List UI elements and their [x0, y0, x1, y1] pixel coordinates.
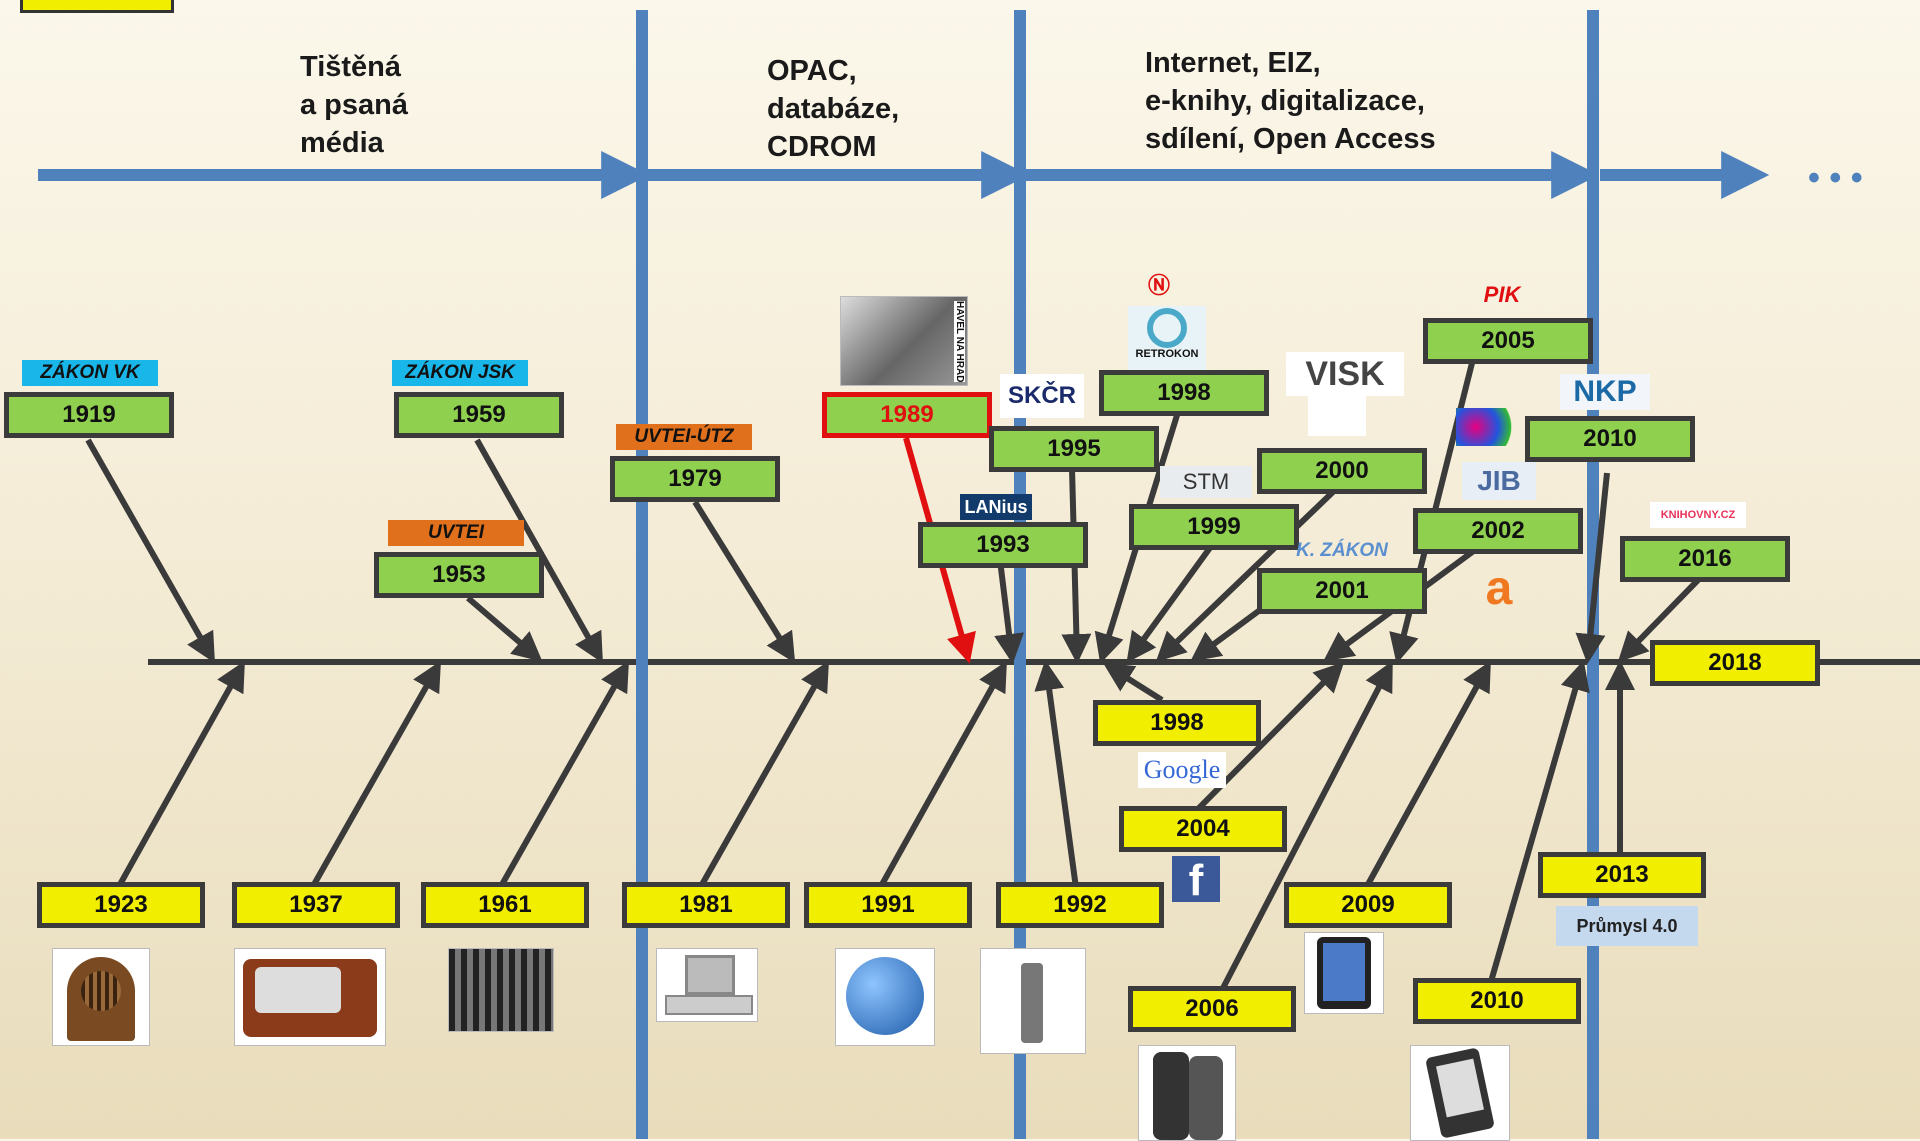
- year-box-2004: 2004: [1119, 806, 1287, 852]
- connector-2006: [1219, 660, 1393, 992]
- year-box-1989: 1989: [822, 392, 992, 438]
- connector-1923: [115, 660, 245, 890]
- connector-2010-top: [1575, 472, 1610, 664]
- connector-1953: [466, 595, 543, 662]
- year-box-1923: 1923: [37, 882, 205, 928]
- label-zakon-jsk: ZÁKON JSK: [392, 360, 528, 386]
- stm-logo: STM: [1160, 466, 1252, 498]
- year-box-2001: 2001: [1257, 568, 1427, 614]
- year-box-2006: 2006: [1128, 986, 1296, 1032]
- year-box-2013: 2013: [1538, 852, 1706, 898]
- title-box-fragment: [20, 0, 174, 13]
- era-label-opac: OPAC, databáze, CDROM: [767, 55, 900, 163]
- era-label-print: Tištěná a psaná média: [300, 51, 408, 159]
- internet-globe-icon: [835, 948, 935, 1046]
- visk-sublogo: [1308, 396, 1366, 436]
- label-pik: PIK: [1483, 282, 1521, 307]
- year-box-1953: 1953: [374, 552, 544, 598]
- year-box-1992: 1992: [996, 882, 1164, 928]
- retrokon-text: RETROKON: [1135, 348, 1199, 360]
- facebook-icon: f: [1172, 856, 1220, 902]
- connector-1991: [877, 660, 1007, 890]
- tablet-icon: [1304, 932, 1384, 1014]
- prumysl-label: Průmysl 4.0: [1556, 906, 1698, 946]
- smartphone-icon: [1138, 1045, 1236, 1141]
- connector-1959: [474, 438, 603, 664]
- connector-2000: [1155, 487, 1338, 663]
- year-box-2005: 2005: [1423, 318, 1593, 364]
- label-uvtei-utz: UVTEI-ÚTZ: [616, 424, 752, 450]
- connector-2010-bottom: [1487, 660, 1590, 986]
- connector-1979: [692, 500, 796, 664]
- retrokon-logo: RETROKON: [1128, 306, 1206, 372]
- connector-2009: [1363, 660, 1491, 890]
- ereader-icon: [1410, 1045, 1510, 1141]
- connector-2001: [1190, 607, 1262, 662]
- connector-1981: [697, 660, 829, 890]
- connector-1993: [994, 559, 1024, 664]
- year-box-2016: 2016: [1620, 536, 1790, 582]
- label-zakon-vk: ZÁKON VK: [22, 360, 158, 386]
- czech-map-logo: [1456, 408, 1522, 446]
- year-box-1959: 1959: [394, 392, 564, 438]
- year-box-2000: 2000: [1257, 448, 1427, 494]
- year-box-1961: 1961: [421, 882, 589, 928]
- tv-icon: [234, 948, 386, 1046]
- year-box-1937: 1937: [232, 882, 400, 928]
- label-k-zakon: K. ZÁKON: [1296, 540, 1388, 561]
- connector-1998-bottom: [1102, 662, 1164, 703]
- year-box-1998-bottom: 1998: [1093, 700, 1261, 746]
- open-access-icon: a: [1485, 562, 1513, 615]
- year-box-1993: 1993: [918, 522, 1088, 568]
- ellipsis: • • •: [1808, 159, 1863, 197]
- jib-logo: JIB: [1462, 462, 1536, 500]
- computer-room-icon: [448, 948, 554, 1032]
- nkp-logo: NKP: [1560, 374, 1650, 410]
- google-logo: Google: [1138, 752, 1226, 788]
- year-box-2010-bottom: 2010: [1413, 978, 1581, 1024]
- connector-1961: [497, 660, 629, 890]
- era-label-internet: Internet, EIZ, e-knihy, digitalizace, sd…: [1145, 47, 1436, 155]
- year-box-2009: 2009: [1284, 882, 1452, 928]
- havel-photo: HAVEL NA HRAD: [840, 296, 968, 386]
- year-box-1998-top: 1998: [1099, 370, 1269, 416]
- connector-2016: [1617, 575, 1703, 663]
- year-box-1999: 1999: [1129, 504, 1299, 550]
- connector-1919: [85, 438, 215, 664]
- retrokon-ring-icon: [1147, 308, 1187, 348]
- year-box-2018: 2018: [1650, 640, 1820, 686]
- skcr-logo: SKČR: [1000, 374, 1084, 418]
- lanius-logo: LANius: [960, 494, 1032, 520]
- connector-1937: [309, 660, 441, 890]
- year-box-2002: 2002: [1413, 508, 1583, 554]
- mobile-phone-icon: [980, 948, 1086, 1054]
- pc-icon: [656, 948, 758, 1022]
- year-box-1919: 1919: [4, 392, 174, 438]
- knihovny-logo: KNIHOVNY.CZ: [1650, 502, 1746, 528]
- label-uvtei: UVTEI: [388, 520, 524, 546]
- connector-1999: [1126, 543, 1215, 663]
- visk-logo: VISK: [1286, 352, 1404, 396]
- year-box-1981: 1981: [622, 882, 790, 928]
- connector-1992: [1034, 660, 1079, 889]
- radio-icon: [52, 948, 150, 1046]
- year-box-2010-top: 2010: [1525, 416, 1695, 462]
- year-box-1991: 1991: [804, 882, 972, 928]
- nd-logo: Ⓝ: [1147, 273, 1170, 298]
- year-box-1979: 1979: [610, 456, 780, 502]
- year-box-1995: 1995: [989, 426, 1159, 472]
- havel-caption: HAVEL NA HRAD: [954, 301, 965, 383]
